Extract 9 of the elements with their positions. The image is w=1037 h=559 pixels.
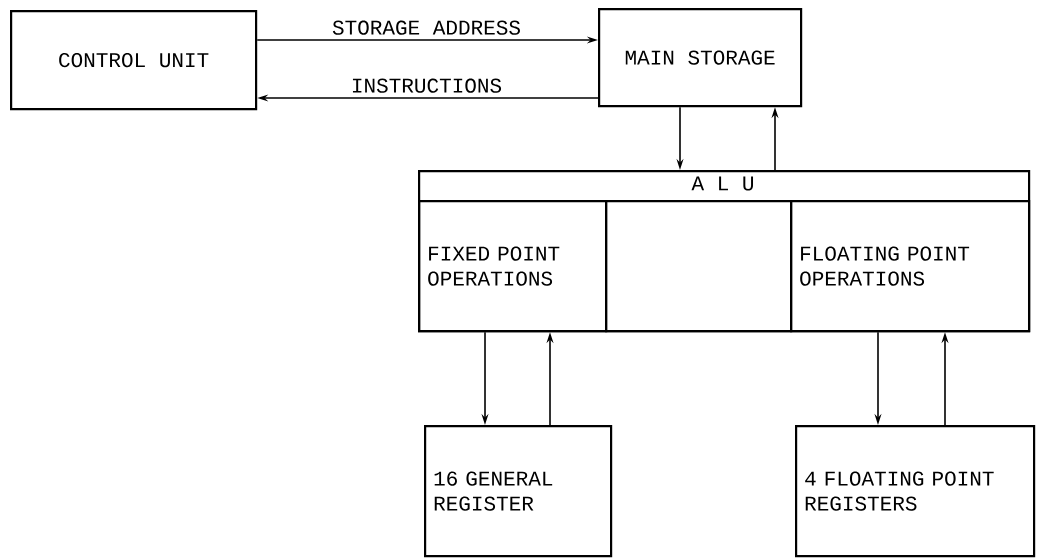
empty-box [605, 200, 793, 333]
operations-box: FIXED POINT OPERATIONS [418, 200, 608, 333]
edge-label: INSTRUCTIONS [349, 77, 504, 94]
register-box: 4 FLOATING POINT REGISTERS [795, 425, 1036, 558]
storage-box: MAIN STORAGE [598, 8, 803, 108]
register-box: 16 GENERAL REGISTER [424, 425, 613, 558]
operations-box: FLOATING POINT OPERATIONS [790, 200, 1031, 333]
unit-box: CONTROL UNIT [10, 10, 258, 111]
edge-label: STORAGE ADDRESS [331, 19, 522, 36]
